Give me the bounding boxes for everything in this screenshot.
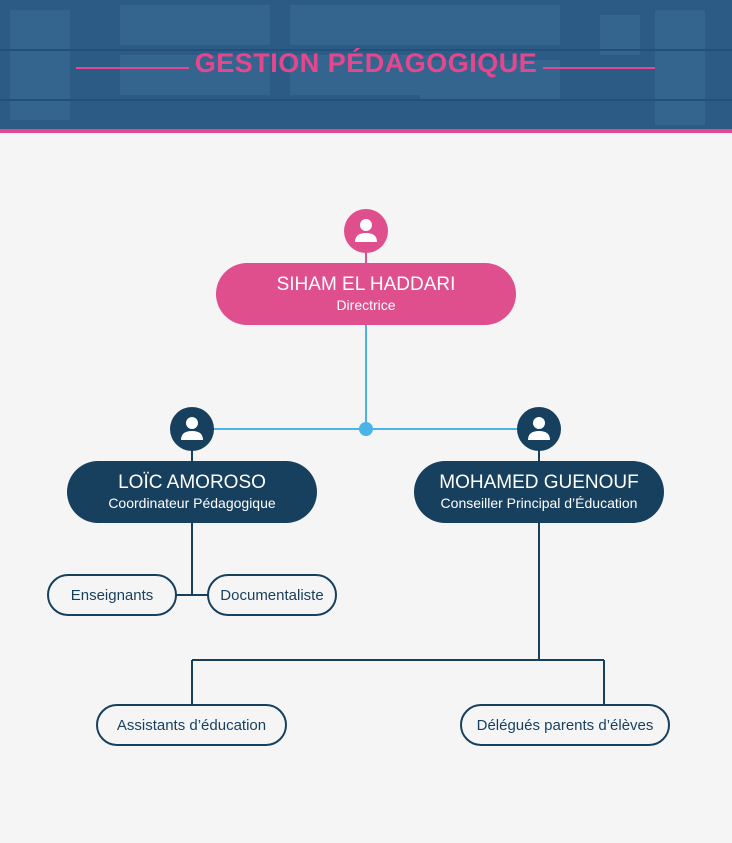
leaf-assistants-education[interactable]: Assistants d’éducation	[96, 704, 287, 746]
node-name: LOÏC AMOROSO	[118, 472, 266, 493]
banner-accent-line	[0, 129, 732, 133]
org-node-conseiller[interactable]: MOHAMED GUENOUF Conseiller Principal d’É…	[414, 461, 664, 523]
connector-junction-dot	[359, 422, 373, 436]
leaf-enseignants[interactable]: Enseignants	[47, 574, 177, 616]
user-icon	[170, 407, 214, 451]
user-icon	[344, 209, 388, 253]
org-node-directrice[interactable]: SIHAM EL HADDARI Directrice	[216, 263, 516, 325]
header-banner: GESTION PÉDAGOGIQUE	[0, 0, 732, 129]
node-name: SIHAM EL HADDARI	[276, 274, 456, 295]
node-role: Coordinateur Pédagogique	[108, 495, 276, 511]
leaf-documentaliste[interactable]: Documentaliste	[207, 574, 337, 616]
user-icon	[517, 407, 561, 451]
page-title: GESTION PÉDAGOGIQUE	[194, 48, 538, 78]
node-name: MOHAMED GUENOUF	[439, 472, 639, 493]
leaf-delegues-parents[interactable]: Délégués parents d’élèves	[460, 704, 670, 746]
bookshelf-background	[0, 0, 732, 129]
node-role: Conseiller Principal d’Éducation	[440, 495, 638, 511]
title-rule-right	[543, 67, 655, 69]
org-node-coordinateur[interactable]: LOÏC AMOROSO Coordinateur Pédagogique	[67, 461, 317, 523]
node-role: Directrice	[336, 297, 396, 313]
title-rule-left	[76, 67, 189, 69]
